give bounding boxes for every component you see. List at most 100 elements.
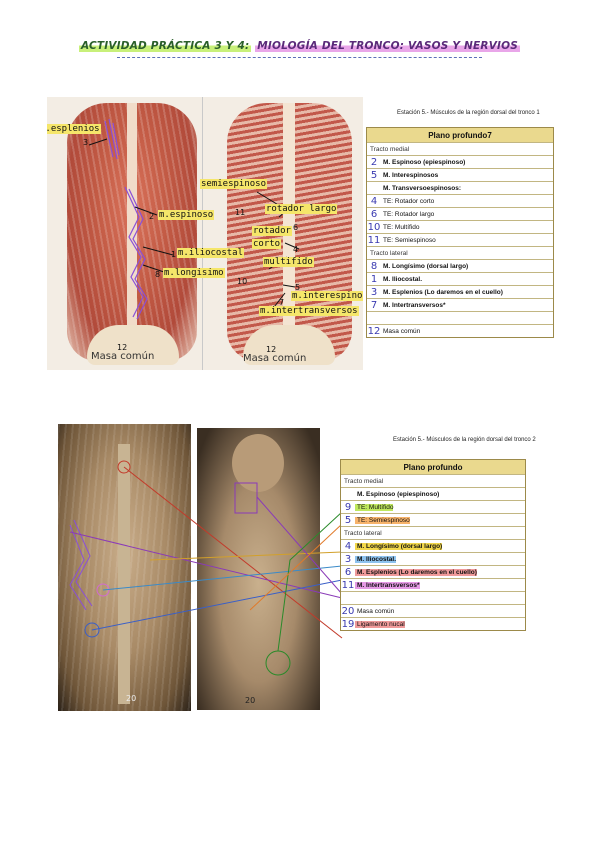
table-row: M. Transversoespinosos: bbox=[367, 181, 553, 194]
label-espinoso: m.espinoso bbox=[158, 210, 215, 220]
table-row: Tracto lateral bbox=[341, 526, 525, 539]
table-header: Plano profundo bbox=[341, 460, 525, 474]
table-row-text: Masa común bbox=[357, 607, 395, 615]
table-section-label: Tracto lateral bbox=[344, 529, 382, 537]
table-row: Tracto medial bbox=[341, 474, 525, 487]
label-rotador: rotador bbox=[252, 226, 292, 236]
table-row-text: TE: Multífido bbox=[383, 223, 420, 231]
purple-scribble bbox=[104, 118, 148, 320]
table-row: M. Espinoso (epiespinoso) bbox=[341, 487, 525, 500]
table-row-number: 1 bbox=[370, 273, 378, 285]
table-row-number: 3 bbox=[344, 553, 352, 565]
table-row-text: M. Iliocostal. bbox=[355, 555, 397, 563]
num-2: 2 bbox=[149, 212, 155, 221]
label-semiespinoso: semiespinoso bbox=[200, 179, 268, 189]
table-row-number: 12 bbox=[367, 325, 381, 337]
table-row: Tracto lateral bbox=[367, 246, 553, 259]
table-row-text: M. Esplenios (Lo daremos en el cuello) bbox=[355, 568, 477, 576]
table-plano-profundo-2: Plano profundo Tracto medial M. Espinoso … bbox=[340, 459, 526, 631]
table-row-text: Masa común bbox=[383, 327, 421, 335]
table-row-number: 3 bbox=[370, 286, 378, 298]
label-intertransversos: m.intertransversos bbox=[259, 306, 359, 316]
leader-lines bbox=[88, 138, 300, 312]
table-section-label: Tracto medial bbox=[344, 477, 384, 485]
title-part-2: MIOLOGÍA DEL TRONCO: VASOS Y NERVIOS bbox=[255, 40, 521, 52]
label-longisimo: m.longisimo bbox=[163, 268, 225, 278]
label-masa-comun-left: Masa común bbox=[91, 351, 155, 362]
table-row-number: 10 bbox=[367, 221, 381, 233]
table-row: 2 M. Espinoso (epiespinoso) bbox=[367, 155, 553, 168]
num-12-left: 12 bbox=[117, 343, 128, 352]
left-spine bbox=[127, 103, 137, 353]
table-row-number: 7 bbox=[370, 299, 378, 311]
num-20-right: 20 bbox=[245, 696, 256, 705]
top-anatomy-figure: m.esplenios 3 2 m.espinoso 1 m.iliocosta… bbox=[47, 97, 363, 370]
table-row-text: Ligamento nucal bbox=[355, 620, 405, 628]
table-row bbox=[367, 311, 553, 324]
table-row: 8 M. Longísimo (dorsal largo) bbox=[367, 259, 553, 272]
table-row-text: M. Longísimo (dorsal largo) bbox=[355, 542, 443, 550]
table-row-number: 11 bbox=[367, 234, 381, 246]
table-row bbox=[341, 591, 525, 604]
table-row-text: M. Intertransversos* bbox=[383, 301, 446, 309]
table-row-number: 8 bbox=[370, 260, 378, 272]
table-row-number: 5 bbox=[344, 514, 352, 526]
left-pelvis bbox=[87, 325, 179, 365]
table-row: 3 M. Esplenios (Lo daremos en el cuello) bbox=[367, 285, 553, 298]
title-part-1: ACTIVIDAD PRÁCTICA 3 Y 4: bbox=[78, 40, 252, 52]
station-title-1: Estación 5.- Músculos de la región dorsa… bbox=[397, 110, 540, 116]
cadaver-photo-right: 20 bbox=[197, 428, 320, 710]
num-20-left: 20 bbox=[126, 694, 137, 703]
table-row-number: 11 bbox=[341, 579, 355, 591]
table-row-text: M. Longísimo (dorsal largo) bbox=[383, 262, 469, 270]
label-esplenios: m.esplenios bbox=[47, 124, 101, 134]
figure-divider bbox=[202, 97, 203, 370]
num-5: 5 bbox=[295, 283, 301, 292]
num-8: 8 bbox=[155, 270, 161, 279]
right-photo-head bbox=[232, 434, 284, 492]
table-row-text: TE: Semiespinoso bbox=[355, 516, 410, 524]
table-header: Plano profundo7 bbox=[367, 128, 553, 142]
table-row: 4 TE: Rotador corto bbox=[367, 194, 553, 207]
title-underline bbox=[117, 57, 482, 58]
cadaver-photo-left: 20 bbox=[58, 424, 191, 711]
num-11: 11 bbox=[235, 208, 246, 217]
label-rotador-largo: rotador largo bbox=[265, 204, 338, 214]
table-row-number: 4 bbox=[370, 195, 378, 207]
table-row: 5 M. Interespinosos bbox=[367, 168, 553, 181]
table-row-text: M. Intertransversos* bbox=[355, 581, 420, 589]
table-row-text: M. Interespinosos bbox=[383, 171, 439, 179]
table-row-text: TE: Semiespinoso bbox=[383, 236, 436, 244]
table-row-text: M. Espinoso (epiespinoso) bbox=[383, 158, 466, 166]
table-row-number: 19 bbox=[341, 618, 355, 630]
table-row-number: 5 bbox=[370, 169, 378, 181]
table-row-text: M. Espinoso (epiespinoso) bbox=[357, 490, 440, 498]
table-row-text: TE: Rotador corto bbox=[383, 197, 435, 205]
label-corto: corto bbox=[252, 239, 282, 249]
table-row-number: 9 bbox=[344, 501, 352, 513]
table-row-number: 6 bbox=[370, 208, 378, 220]
table-row-number: 6 bbox=[344, 566, 352, 578]
table-row-number: 20 bbox=[341, 605, 355, 617]
label-masa-comun-right: Masa común bbox=[243, 353, 307, 364]
num-10: 10 bbox=[237, 277, 248, 286]
table-row-text: M. Esplenios (Lo daremos en el cuello) bbox=[383, 288, 503, 296]
right-pelvis bbox=[243, 325, 335, 365]
table-row-text: M. Iliocostal. bbox=[383, 275, 423, 283]
left-photo-spine bbox=[118, 444, 130, 704]
table-row-text: TE: Multífido bbox=[355, 503, 394, 511]
table-row-number: 2 bbox=[370, 156, 378, 168]
